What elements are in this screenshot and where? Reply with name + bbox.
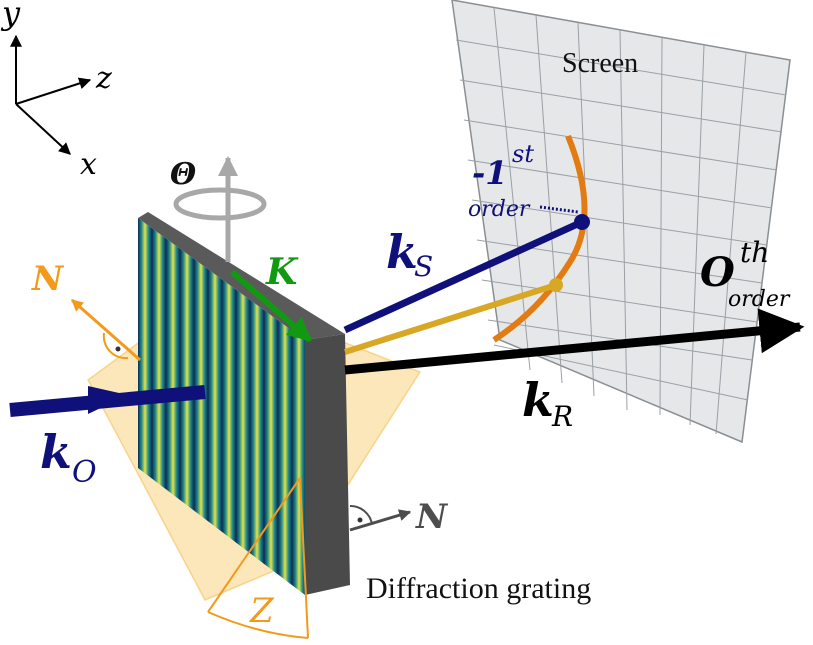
grating-vector-label: K: [265, 251, 299, 293]
x-axis-label: x: [80, 147, 97, 182]
kr-label-main: k: [522, 373, 554, 427]
z-axis-arrow: [15, 77, 92, 105]
ko-label-main: k: [40, 425, 72, 479]
minus-first-order-sup: st: [512, 140, 534, 168]
incident-beam-head: [88, 386, 128, 414]
z-axis-label: z: [95, 61, 112, 96]
ks-label: k S: [386, 225, 433, 283]
gold-spot: [549, 278, 563, 292]
orange-normal-label: N: [31, 259, 65, 299]
grating-top-face: [138, 212, 345, 340]
minus-first-order-label: -1 st order: [468, 140, 534, 222]
zeroth-order-label: O th order: [700, 236, 791, 312]
x-axis-arrow: [15, 103, 71, 155]
z-angle: Z: [207, 477, 309, 639]
grating-vector-arrow: [230, 269, 312, 343]
grating-side-face: [305, 334, 350, 595]
grating-vector: K: [230, 251, 312, 343]
coordinate-axes: y z x: [0, 0, 112, 182]
zeroth-order-sup: th: [740, 236, 769, 269]
diffracted-beams: [343, 205, 805, 375]
zeroth-order-main: O: [700, 249, 735, 296]
orange-right-angle-mark: [102, 332, 129, 360]
minus-first-order-spot: [574, 214, 590, 230]
ks-label-sub: S: [414, 250, 433, 283]
gray-right-angle-dot: [357, 517, 363, 523]
z-angle-line-right: [299, 477, 309, 639]
ko-label: k O: [40, 425, 97, 490]
grating-label: Diffraction grating: [366, 572, 591, 605]
rotation-axis: Θ: [170, 156, 267, 262]
minus-first-order-beam: [343, 218, 584, 334]
minus-first-order-main: -1: [472, 154, 508, 192]
ko-label-sub: O: [72, 455, 97, 490]
kr-label: k R: [522, 373, 573, 433]
zeroth-order-sub: order: [728, 287, 791, 312]
diffraction-ring-arc: [492, 134, 588, 343]
grating-front-face: [138, 218, 305, 595]
orange-right-angle-dot: [115, 346, 121, 352]
screen-label: Screen: [562, 48, 638, 79]
ks-label-main: k: [386, 225, 418, 279]
gray-right-angle-mark: [349, 504, 373, 525]
gray-normal-label: N: [415, 497, 449, 537]
diffraction-grating: [138, 212, 350, 595]
minus-first-order-sub: order: [468, 197, 531, 222]
rotation-circle: [173, 187, 267, 221]
z-angle-arc: [207, 611, 309, 639]
zeroth-order-beam: [344, 308, 805, 375]
gold-beam: [344, 282, 557, 355]
gray-normal-arrow: [349, 509, 412, 532]
rotation-label: Θ: [170, 157, 196, 192]
incident-beam: [9, 385, 206, 417]
z-angle-label: Z: [249, 591, 275, 631]
kr-label-sub: R: [551, 400, 573, 433]
orange-normal-arrow: [71, 298, 141, 362]
screen-grid: [455, 7, 787, 435]
y-axis-label: y: [0, 0, 21, 32]
gray-normal: N: [349, 497, 449, 537]
z-angle-line-left: [207, 477, 301, 613]
orange-normal: N: [31, 259, 141, 362]
